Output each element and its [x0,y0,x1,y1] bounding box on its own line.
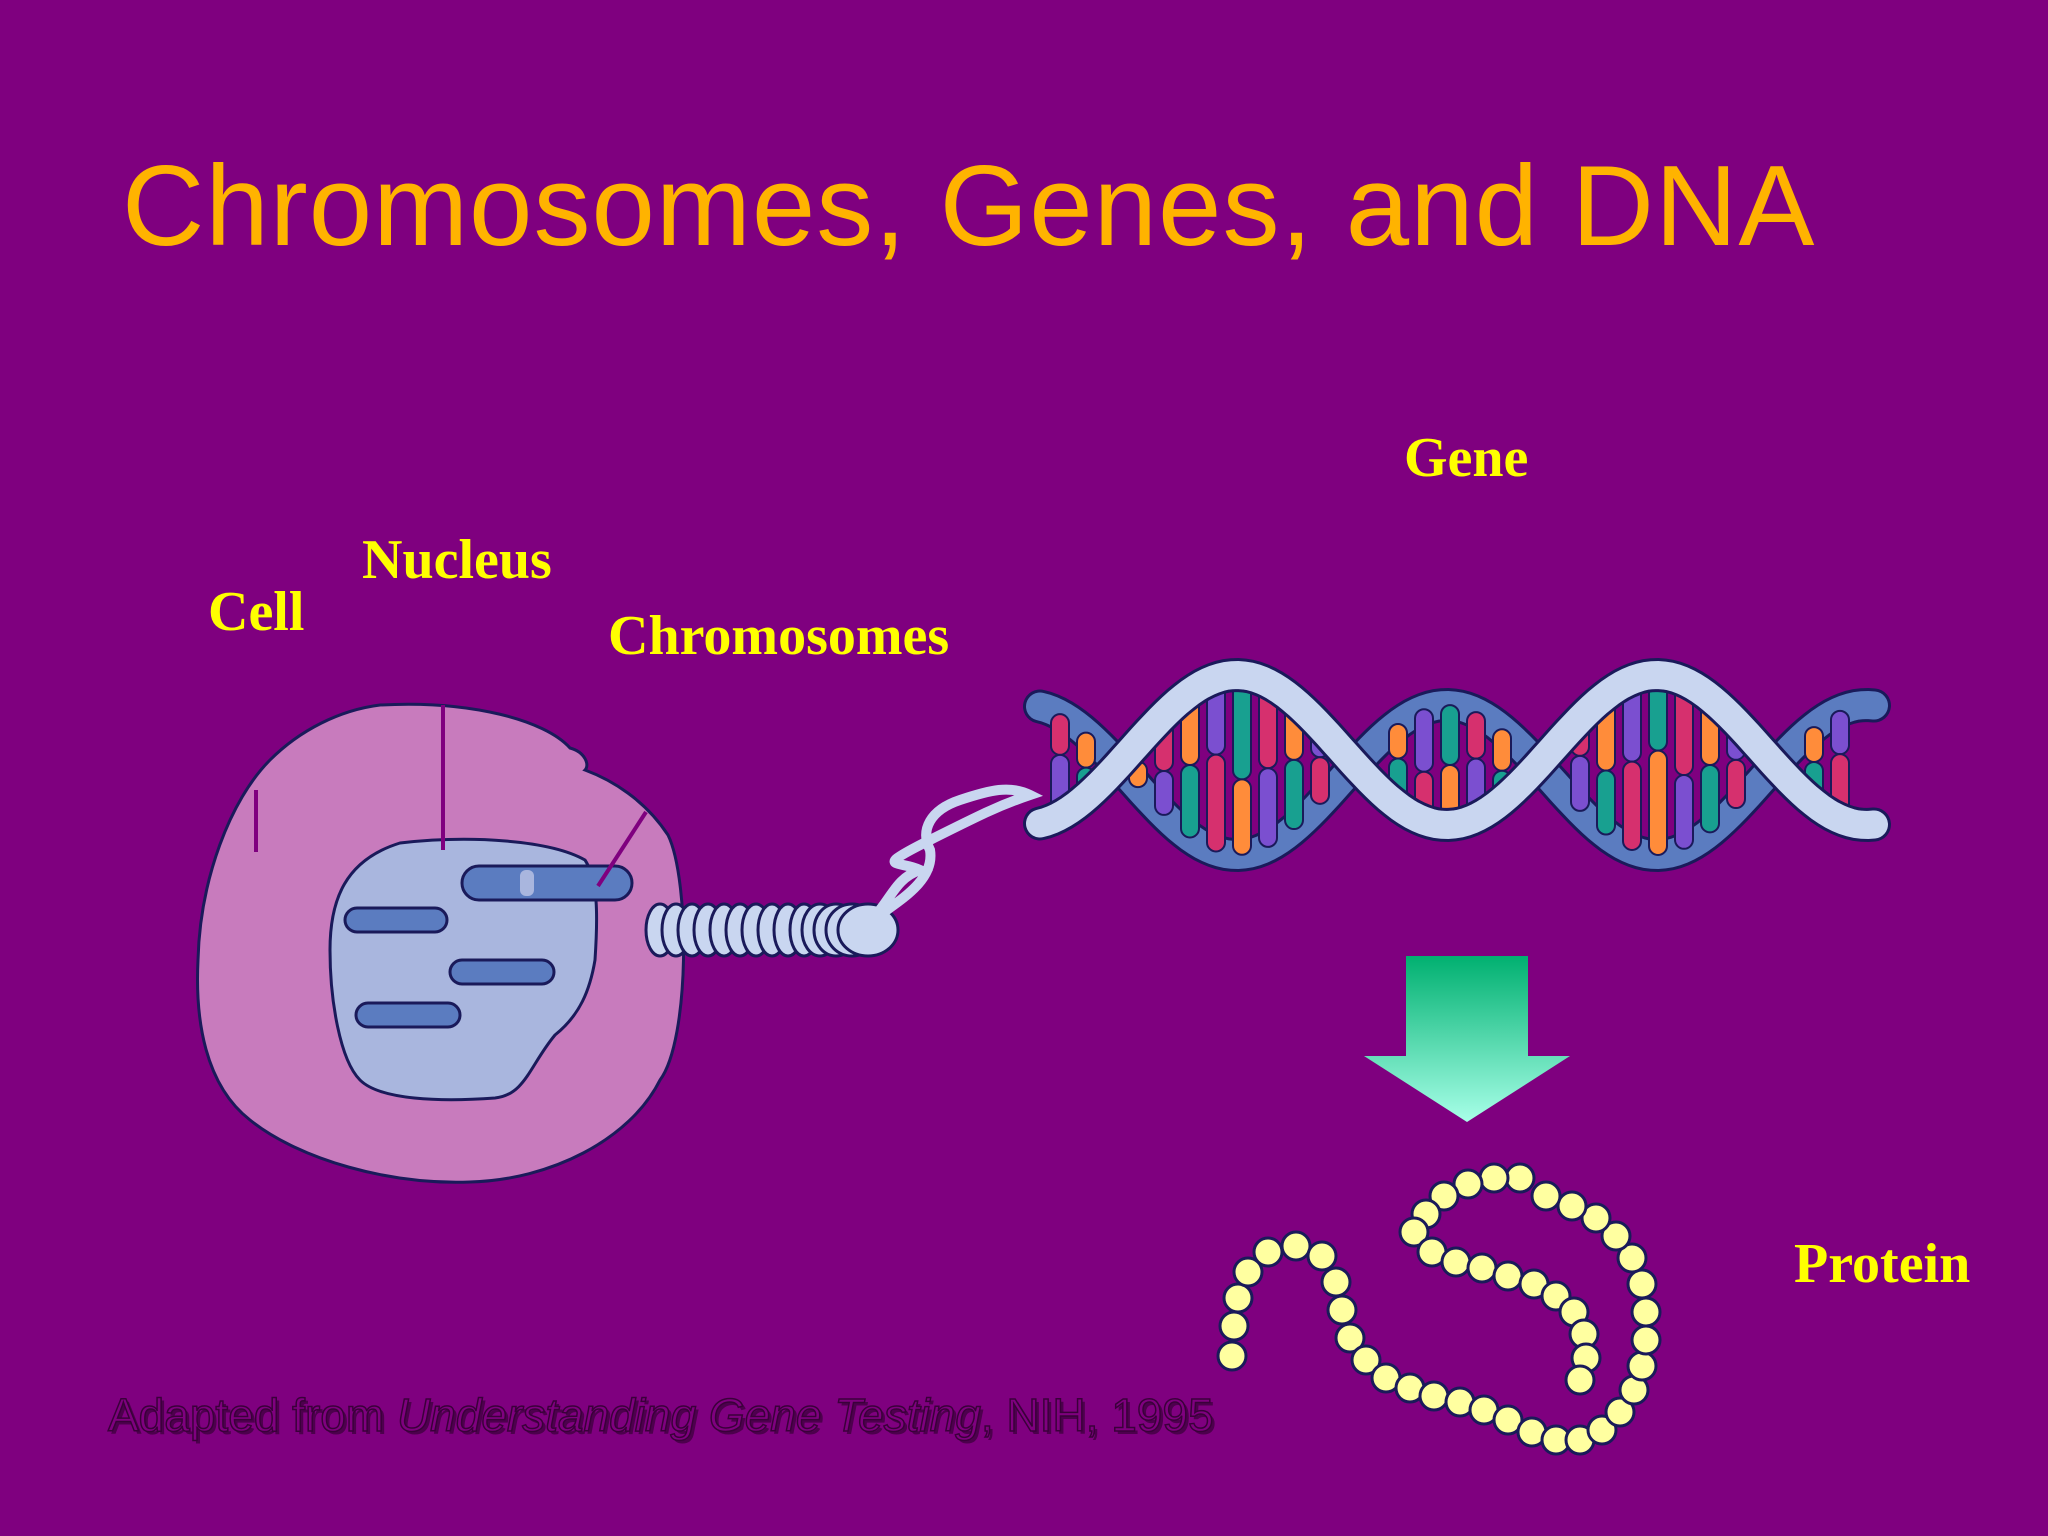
base-pair-half [1700,764,1720,834]
base-pair-half [1466,711,1486,760]
amino-acid-bead [1626,1350,1658,1382]
base-pair-half [1674,774,1694,850]
amino-acid-bead [1600,1220,1632,1252]
unwinding-dna-strand [855,784,1044,935]
base-pair-half [1232,778,1252,856]
amino-acid-bead [1630,1296,1662,1328]
base-pair-half [1570,754,1590,812]
amino-acid-bead [1232,1256,1264,1288]
amino-acid-bead [1440,1246,1472,1278]
amino-acid-bead [1556,1190,1588,1222]
amino-acid-bead [1418,1380,1450,1412]
amino-acid-bead [1334,1322,1366,1354]
base-pair-half [1648,749,1668,856]
amino-acid-bead [1216,1340,1248,1372]
chromosome-small-2 [448,958,556,986]
amino-acid-bead [1320,1266,1352,1298]
protein-label: Protein [1794,1233,1971,1295]
base-pair-half [1726,758,1746,810]
cell-label: Cell [208,581,305,643]
base-pair-half [1180,764,1200,839]
amino-acid-bead [1626,1268,1658,1300]
chromatin-coil [644,902,900,958]
amino-acid-bead [1466,1252,1498,1284]
amino-acid-bead [1452,1168,1484,1200]
dna-backbone-front [1023,657,1891,843]
amino-acid-bead [1580,1202,1612,1234]
amino-acid-bead [1616,1242,1648,1274]
credit-prefix: Adapted from [107,1389,397,1441]
amino-acid-bead [1326,1294,1358,1326]
credit-book-title: Understanding Gene Testing [396,1389,981,1441]
amino-acid-bead [1492,1404,1524,1436]
backbone-back-strand [1026,690,1888,870]
gene-label: Gene [1404,427,1529,489]
protein-bead-chain [1216,1162,1662,1456]
base-pair-half [1050,713,1070,756]
credit-suffix: , NIH, 1995 [980,1389,1214,1441]
base-pair-half [1596,769,1616,836]
amino-acid-bead [1586,1414,1618,1446]
base-pair-half [1076,731,1096,769]
source-credit: Adapted from Understanding Gene Testing,… [107,1389,1214,1441]
nucleus-label: Nucleus [362,529,552,591]
chromosome-small-3 [354,1001,462,1029]
base-pair-half [1206,753,1226,853]
base-pair-half [1440,704,1460,766]
base-pair-half [1804,726,1824,763]
slide-title: Chromosomes, Genes, and DNA [122,143,1816,270]
chromosomes-label: Chromosomes [608,605,950,667]
dna-backbone-back [1023,687,1891,873]
base-pair-half [1388,722,1408,760]
chromosome-small-1 [343,906,449,934]
amino-acid-bead [1630,1324,1662,1356]
base-pair-half [1622,760,1642,851]
amino-acid-bead [1504,1162,1536,1194]
gene-to-protein-arrow [1364,956,1570,1122]
base-pair-half [1830,709,1850,756]
amino-acid-bead [1604,1396,1636,1428]
amino-acid-bead [1306,1240,1338,1272]
base-pair-half [1492,728,1512,772]
amino-acid-bead [1222,1282,1254,1314]
amino-acid-bead [1564,1364,1596,1396]
base-pair-half [1310,756,1330,805]
amino-acid-bead [1350,1344,1382,1376]
amino-acid-bead [1252,1236,1284,1268]
chromosome-large [460,864,634,902]
base-pair-half [1414,708,1434,773]
amino-acid-bead [1492,1260,1524,1292]
amino-acid-bead [1428,1180,1460,1212]
amino-acid-bead [1218,1310,1250,1342]
amino-acid-bead [1478,1162,1510,1194]
amino-acid-bead [1280,1230,1312,1262]
base-pair-half [1258,767,1278,848]
base-pair-half [1284,758,1304,831]
amino-acid-bead [1398,1216,1430,1248]
amino-acid-bead [1530,1180,1562,1212]
chromosome-pointer-line [596,810,648,888]
base-pair-half [1154,769,1174,816]
backbone-front-strand [1026,660,1888,840]
